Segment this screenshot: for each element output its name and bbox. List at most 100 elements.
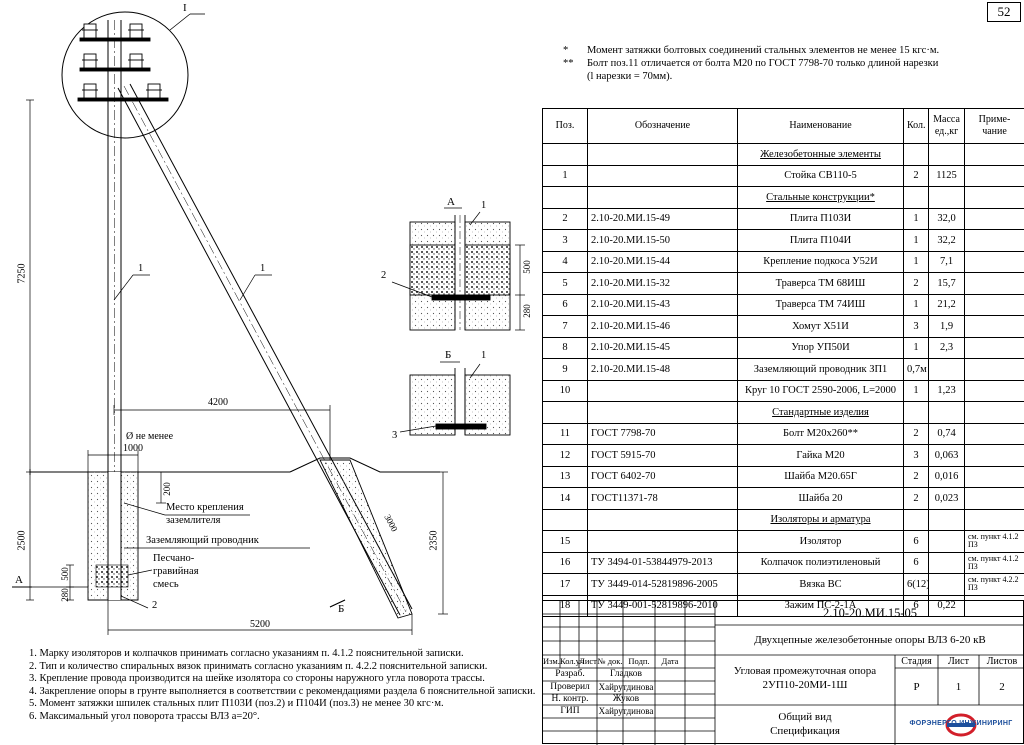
- section-title: Стандартные изделия: [738, 402, 904, 424]
- cell-mass: 32,2: [929, 230, 965, 252]
- cell-name: Шайба 20: [738, 488, 904, 510]
- cell-code: ГОСТ 5915-70: [588, 445, 738, 467]
- section-blank: [965, 509, 1024, 531]
- cell-mass: 0,063: [929, 445, 965, 467]
- cell-note: [965, 466, 1024, 488]
- section-title: Стальные конструкции*: [738, 187, 904, 209]
- cell-qty: 1: [904, 380, 929, 402]
- signer-role: Разраб.: [543, 669, 597, 679]
- cell-name: Шайба М20.65Г: [738, 466, 904, 488]
- cell-name: Вязка ВС: [738, 574, 904, 596]
- cell-note: [965, 208, 1024, 230]
- cell-note: [965, 230, 1024, 252]
- col-sign: Подп.: [623, 656, 655, 666]
- note-item: 1. Марку изоляторов и колпачков принимат…: [3, 648, 543, 661]
- cell-code: [588, 380, 738, 402]
- cell-note: [965, 488, 1024, 510]
- pos-1-strut-label: 1: [260, 263, 265, 274]
- callout-mount-1: Место крепления: [166, 502, 244, 513]
- specification-table: Поз. Обозначение Наименование Кол. Масса…: [542, 108, 1024, 617]
- section-a-mark: А: [15, 574, 23, 586]
- cell-code: 2.10-20.МИ.15-46: [588, 316, 738, 338]
- section-blank: [543, 144, 588, 166]
- cell-note: [965, 316, 1024, 338]
- cell-pos: 7: [543, 316, 588, 338]
- callout-mount-2: заземлителя: [166, 515, 220, 526]
- dim-2350: 2350: [429, 531, 440, 551]
- top-note-2: **Болт поз.11 отличается от болта М20 по…: [563, 57, 938, 70]
- col-doc: № док.: [597, 656, 623, 666]
- sheet-number: 52: [987, 2, 1021, 22]
- general-notes: 1. Марку изоляторов и колпачков принимат…: [3, 648, 543, 724]
- note-item: 3. Крепление провода производится на шей…: [3, 673, 543, 686]
- cell-qty: 1: [904, 251, 929, 273]
- cell-code: 2.10-20.МИ.15-49: [588, 208, 738, 230]
- cell-code: ГОСТ11371-78: [588, 488, 738, 510]
- cell-pos: 3: [543, 230, 588, 252]
- pos-1-label: 1: [138, 263, 143, 274]
- section-blank: [965, 187, 1024, 209]
- section-a-pos2: 2: [381, 270, 386, 281]
- section-blank: [965, 402, 1024, 424]
- cell-mass: 7,1: [929, 251, 965, 273]
- sheet-label: Лист: [938, 656, 979, 667]
- cell-mass: [929, 552, 965, 574]
- cell-pos: 12: [543, 445, 588, 467]
- cell-mass: 21,2: [929, 294, 965, 316]
- cell-note: [965, 294, 1024, 316]
- view-title-2: Спецификация: [715, 725, 895, 737]
- cell-qty: 2: [904, 488, 929, 510]
- cell-name: Гайка М20: [738, 445, 904, 467]
- callout-sand-3: смесь: [153, 579, 179, 590]
- cell-qty: 1: [904, 230, 929, 252]
- note-item: 4. Закрепление опоры в грунте выполняетс…: [3, 686, 543, 699]
- cell-note: [965, 165, 1024, 187]
- signer-role: Н. контр.: [543, 694, 597, 704]
- section-blank: [929, 509, 965, 531]
- cell-pos: 16: [543, 552, 588, 574]
- header-pos: Поз.: [543, 109, 588, 144]
- cell-qty: 2: [904, 423, 929, 445]
- section-blank: [929, 402, 965, 424]
- dim-1000: 1000: [123, 443, 143, 454]
- cell-name: Траверса ТМ 74ИШ: [738, 294, 904, 316]
- section-a-title: А: [447, 196, 455, 208]
- sheet-title-2: 2УП10-20МИ-1Ш: [715, 679, 895, 691]
- cell-name: Плита П104И: [738, 230, 904, 252]
- cell-name: Плита П103И: [738, 208, 904, 230]
- section-title: Изоляторы и арматура: [738, 509, 904, 531]
- section-blank: [588, 402, 738, 424]
- signer-role: Проверил: [543, 682, 597, 692]
- section-blank: [588, 509, 738, 531]
- cell-code: ТУ 3494-01-53844979-2013: [588, 552, 738, 574]
- top-note-1: *Момент затяжки болтовых соединений стал…: [563, 44, 939, 57]
- table-section-row: Стандартные изделия: [543, 402, 1024, 424]
- cell-pos: 9: [543, 359, 588, 381]
- section-b-pos3: 3: [392, 430, 397, 441]
- section-b-detail: [400, 362, 510, 435]
- node-i-label: I: [183, 2, 187, 14]
- dim-2500: 2500: [17, 531, 28, 551]
- cell-code: 2.10-20.МИ.15-44: [588, 251, 738, 273]
- cell-note: [965, 380, 1024, 402]
- dim-200: 200: [162, 482, 172, 496]
- section-blank: [543, 187, 588, 209]
- cell-mass: 0,023: [929, 488, 965, 510]
- cell-note: [965, 251, 1024, 273]
- stage-label: Стадия: [895, 656, 938, 667]
- cell-name: Крепление подкоса У52И: [738, 251, 904, 273]
- dim-280: 280: [60, 588, 70, 602]
- cell-pos: 6: [543, 294, 588, 316]
- pos-2-label: 2: [152, 600, 157, 611]
- note-item: 5. Момент затяжки шпилек стальных плит П…: [3, 698, 543, 711]
- cell-code: ТУ 3449-014-52819896-2005: [588, 574, 738, 596]
- note-item: 6. Максимальный угол поворота трассы ВЛЗ…: [3, 711, 543, 724]
- cell-mass: 15,7: [929, 273, 965, 295]
